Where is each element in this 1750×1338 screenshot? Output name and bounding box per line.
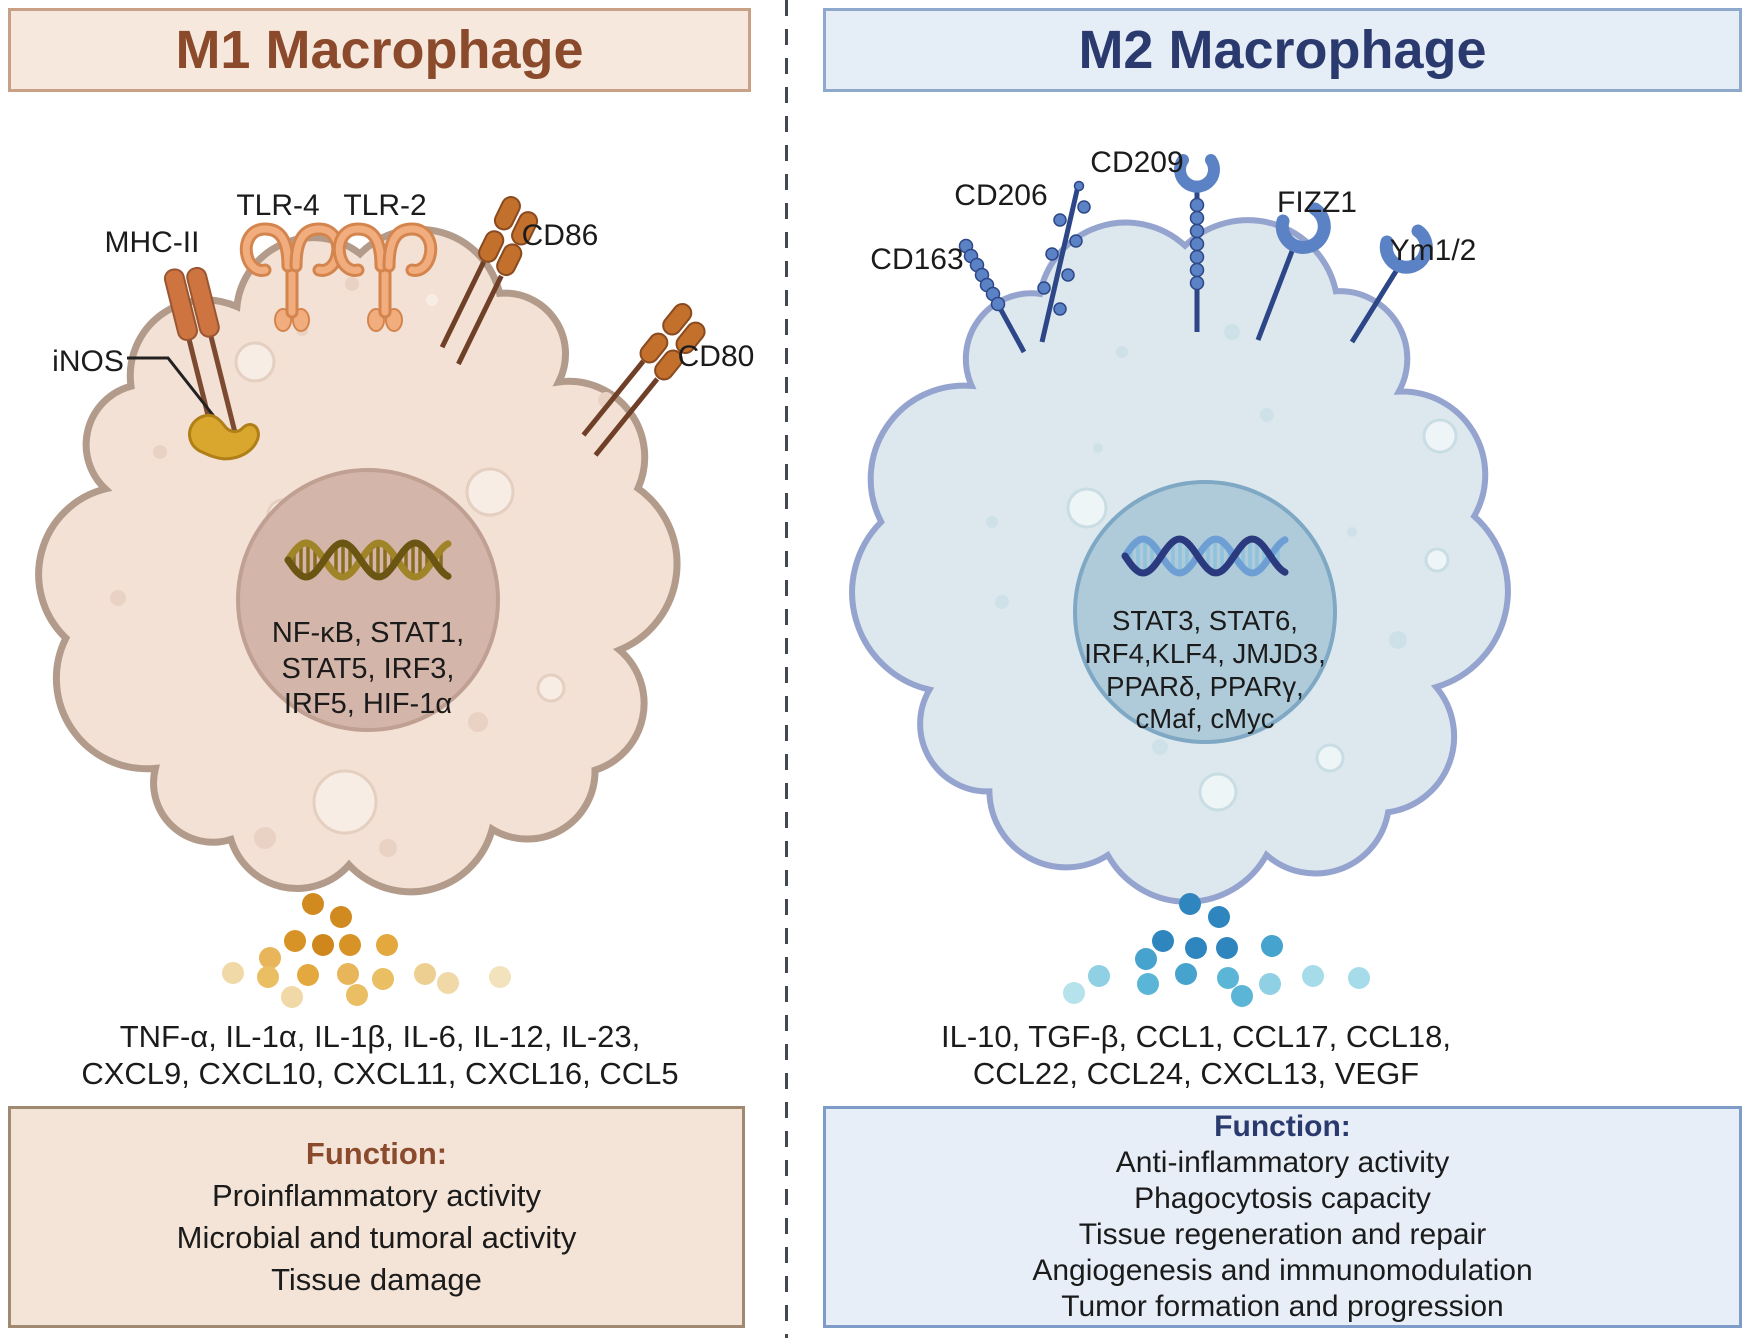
cd206-label: CD206 bbox=[954, 179, 1047, 212]
m2-nucleus-factors-line1: STAT3, STAT6, bbox=[1112, 605, 1298, 636]
m1-function-box: Function: Proinflammatory activity Micro… bbox=[8, 1106, 745, 1328]
m2-dna-icon bbox=[1121, 535, 1289, 577]
cd209-receptor-icon bbox=[1174, 154, 1220, 332]
tlr2-receptor-icon bbox=[332, 222, 438, 332]
m2-function-item: Anti-inflammatory activity bbox=[1115, 1146, 1450, 1179]
tlr4-receptor-icon bbox=[239, 222, 345, 332]
cytokine-dot bbox=[1137, 973, 1159, 995]
m2-secreted-line1: IL-10, TGF-β, CCL1, CCL17, CCL18, bbox=[940, 1019, 1451, 1054]
m1-dna-icon bbox=[284, 539, 452, 581]
m2-secreted-line2: CCL22, CCL24, CXCL13, VEGF bbox=[972, 1056, 1420, 1091]
cytokine-dot bbox=[346, 984, 368, 1006]
cytokine-dot bbox=[1208, 906, 1230, 928]
m2-function-box: Function: Anti-inflammatory activity Pha… bbox=[823, 1106, 1742, 1328]
m1-nucleus-factors-line3: IRF5, HIF-1α bbox=[284, 688, 452, 720]
cd206-receptor-icon bbox=[1037, 180, 1091, 343]
cytokine-dot bbox=[489, 966, 511, 988]
m2-function-item: Phagocytosis capacity bbox=[1134, 1182, 1431, 1215]
m2-nucleus-factors-line3: PPARδ, PPARγ, bbox=[1106, 671, 1304, 702]
cytokine-dot bbox=[372, 968, 394, 990]
cytokine-dot bbox=[437, 972, 459, 994]
m1-nucleus-factors-line1: NF-κB, STAT1, bbox=[272, 617, 464, 649]
cytokine-dot bbox=[1063, 982, 1085, 1004]
cytokine-dot bbox=[1302, 965, 1324, 987]
inos-pointer-line bbox=[127, 356, 222, 425]
cytokine-dot bbox=[312, 934, 334, 956]
cytokine-dot bbox=[1185, 937, 1207, 959]
inos-label: iNOS bbox=[52, 345, 124, 378]
m2-function-item: Tissue regeneration and repair bbox=[1078, 1218, 1487, 1251]
m1-secreted-line1: TNF-α, IL-1α, IL-1β, IL-6, IL-12, IL-23, bbox=[119, 1019, 641, 1054]
cytokine-dot bbox=[1179, 893, 1201, 915]
m1-vesicles bbox=[110, 277, 614, 857]
cytokine-dot bbox=[376, 934, 398, 956]
inos-enzyme-icon bbox=[188, 413, 260, 461]
m1-nucleus-factors-line2: STAT5, IRF3, bbox=[282, 653, 455, 685]
m2-nucleus-factors-line4: cMaf, cMyc bbox=[1135, 703, 1274, 734]
ym12-label: Ym1/2 bbox=[1390, 234, 1477, 267]
cytokine-dot bbox=[257, 966, 279, 988]
m1-panel-header: M1 Macrophage bbox=[8, 8, 751, 92]
cd163-label: CD163 bbox=[870, 243, 963, 276]
cd80-receptor-icon bbox=[581, 303, 706, 457]
cells-illustration: NF-κB, STAT1, STAT5, IRF3, IRF5, HIF-1α … bbox=[35, 146, 1511, 1008]
mhc2-label: MHC-II bbox=[105, 226, 200, 259]
m1-function-item: Proinflammatory activity bbox=[211, 1178, 542, 1213]
cytokine-dot bbox=[339, 934, 361, 956]
m1-nucleus bbox=[236, 468, 500, 732]
m1-function-title: Function: bbox=[305, 1136, 448, 1171]
cytokine-dot bbox=[1175, 963, 1197, 985]
cytokine-dot bbox=[330, 906, 352, 928]
m2-function-item: Tumor formation and progression bbox=[1061, 1290, 1504, 1323]
cd80-label: CD80 bbox=[678, 340, 755, 373]
cd86-label: CD86 bbox=[522, 219, 599, 252]
m2-nucleus-factors-line2: IRF4,KLF4, JMJD3, bbox=[1084, 638, 1325, 669]
m2-panel-header: M2 Macrophage bbox=[823, 8, 1742, 92]
cd209-label: CD209 bbox=[1090, 146, 1183, 179]
m2-secreted-dots bbox=[1063, 893, 1370, 1007]
panel-divider bbox=[785, 0, 788, 1338]
ym12-receptor-icon bbox=[1349, 224, 1433, 344]
cytokine-dot bbox=[1261, 935, 1283, 957]
fizz1-label: FIZZ1 bbox=[1277, 186, 1357, 219]
m1-title: M1 Macrophage bbox=[175, 20, 584, 80]
cytokine-dot bbox=[259, 947, 281, 969]
mhc2-receptor-icon bbox=[163, 266, 241, 446]
cytokine-dot bbox=[302, 893, 324, 915]
cytokine-dot bbox=[1216, 937, 1238, 959]
cytokine-dot bbox=[1259, 973, 1281, 995]
cytokine-dot bbox=[1217, 967, 1239, 989]
m1-secreted-dots bbox=[222, 893, 511, 1008]
cd163-receptor-icon bbox=[958, 238, 1027, 354]
m1-cell: NF-κB, STAT1, STAT5, IRF3, IRF5, HIF-1α … bbox=[35, 189, 755, 1008]
cytokine-dot bbox=[337, 963, 359, 985]
m1-secreted-list: TNF-α, IL-1α, IL-1β, IL-6, IL-12, IL-23,… bbox=[15, 1018, 745, 1092]
m1-function-item: Microbial and tumoral activity bbox=[176, 1220, 577, 1255]
m2-nucleus bbox=[1073, 480, 1337, 744]
m2-cell: STAT3, STAT6, IRF4,KLF4, JMJD3, PPARδ, P… bbox=[849, 146, 1511, 1007]
tlr4-label: TLR-4 bbox=[236, 189, 319, 222]
m2-secreted-list: IL-10, TGF-β, CCL1, CCL17, CCL18, CCL22,… bbox=[838, 1018, 1554, 1092]
cd86-receptor-icon bbox=[439, 196, 539, 366]
fizz1-receptor-icon bbox=[1255, 202, 1331, 341]
cytokine-dot bbox=[284, 930, 306, 952]
m2-function-item: Angiogenesis and immunomodulation bbox=[1032, 1254, 1533, 1287]
m2-title: M2 Macrophage bbox=[1078, 20, 1487, 80]
cytokine-dot bbox=[1152, 930, 1174, 952]
m1-secreted-line2: CXCL9, CXCL10, CXCL11, CXCL16, CCL5 bbox=[81, 1056, 679, 1091]
cytokine-dot bbox=[1231, 985, 1253, 1007]
cytokine-dot bbox=[281, 986, 303, 1008]
cytokine-dot bbox=[1348, 967, 1370, 989]
cytokine-dot bbox=[222, 962, 244, 984]
tlr2-label: TLR-2 bbox=[343, 189, 426, 222]
m1-function-item: Tissue damage bbox=[271, 1262, 482, 1297]
cytokine-dot bbox=[1135, 948, 1157, 970]
cytokine-dot bbox=[297, 964, 319, 986]
m2-function-title: Function: bbox=[1214, 1110, 1351, 1143]
cytokine-dot bbox=[414, 963, 436, 985]
cytokine-dot bbox=[1088, 965, 1110, 987]
